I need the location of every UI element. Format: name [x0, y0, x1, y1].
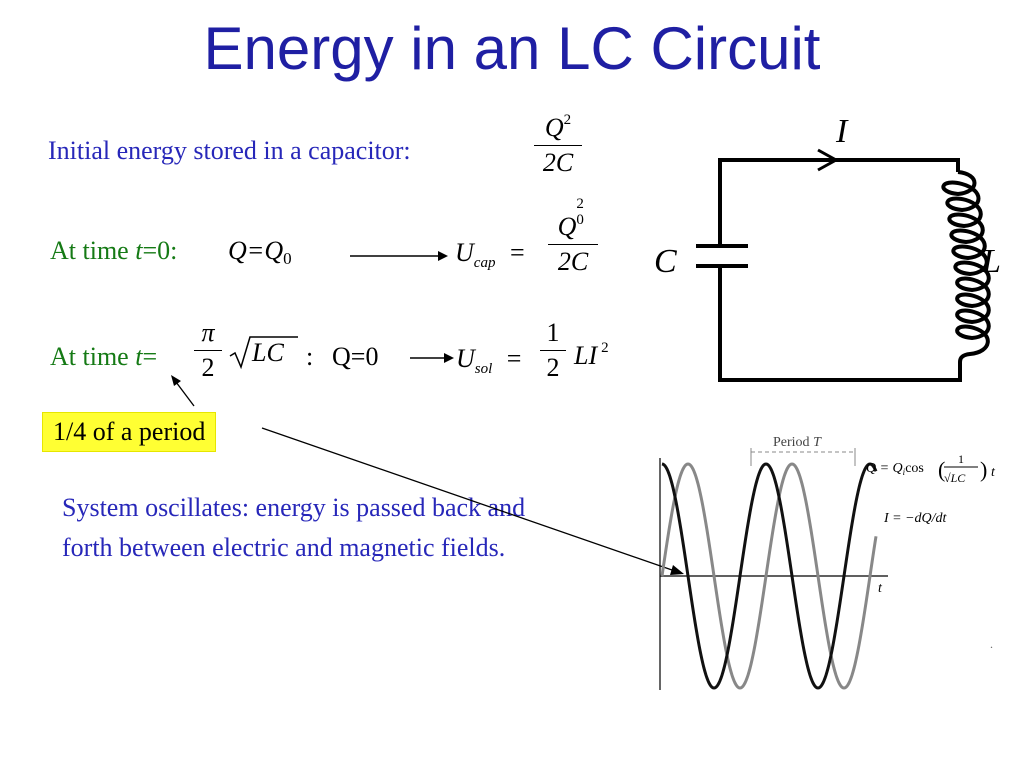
row2-condition: Q=0 — [332, 342, 379, 371]
row1-label: At time t=0: — [50, 236, 177, 266]
row2-frac2-den: 2 — [546, 353, 560, 382]
current-curve — [660, 462, 878, 690]
sqrt-sign — [229, 336, 298, 370]
row1-condition-sub: 0 — [283, 249, 292, 268]
svg-text:): ) — [980, 457, 987, 482]
frac-numerator-exponent: 2 — [563, 112, 572, 128]
row2-tail-text: LI — [574, 341, 598, 370]
period-label: Period T — [773, 435, 822, 450]
row2-label: At time t= — [50, 342, 157, 372]
oscillation-description: System oscillates: energy is passed back… — [62, 493, 526, 562]
row2-arrow — [410, 353, 454, 363]
row2-label-var: t — [135, 342, 143, 371]
quarter-period-note: 1/4 of a period — [42, 412, 217, 452]
row2-fraction2: 1 2 — [540, 318, 566, 383]
sqrt-content: LC — [252, 338, 284, 367]
row1-frac-num: Q — [557, 212, 577, 241]
charge-eq-var: t — [991, 465, 996, 480]
row1-label-prefix: At time — [50, 236, 136, 265]
slide-title: Energy in an LC Circuit — [203, 15, 821, 82]
row1-frac-sub: 0 — [576, 212, 584, 228]
row1-frac-sup: 2 — [576, 196, 584, 212]
row1-condition: Q=Q0 — [228, 236, 292, 269]
charge-equation: Q = Qicos — [866, 461, 924, 477]
row1-frac-den: 2C — [557, 247, 589, 276]
current-equation: I = −dQ/dt — [883, 511, 948, 526]
charge-curve — [661, 462, 878, 690]
oscillation-graph: t Period T Q = Qicos 1 √LC ( ) t I = −dQ… — [659, 435, 996, 690]
svg-text:.: . — [990, 637, 993, 651]
initial-energy-fraction: Q2 2C — [534, 112, 582, 178]
row2-frac2-num: 1 — [546, 318, 560, 347]
row1-result-sym: U — [455, 238, 474, 267]
row2-label-prefix: At time — [50, 342, 136, 371]
row1-arrow — [350, 251, 448, 261]
svg-text:(: ( — [938, 457, 945, 482]
row2-result-eq: = — [506, 344, 522, 373]
capacitor-label: C — [654, 243, 677, 280]
row2-colon: : — [306, 342, 314, 371]
row2-frac-num: π — [201, 318, 215, 347]
lc-circuit-diagram: I C L — [654, 113, 1001, 382]
charge-eq-frac-num: 1 — [958, 452, 964, 466]
row1-result-sub: cap — [473, 255, 496, 271]
charge-eq-frac-den: √LC — [944, 471, 966, 485]
row1-result: Ucap = — [455, 238, 525, 272]
row2-result-sub: sol — [474, 361, 493, 377]
row1-label-suffix: =0: — [142, 236, 178, 265]
row1-condition-text: Q=Q — [228, 236, 284, 265]
row2-tail-sup: 2 — [601, 340, 609, 356]
row2-fraction: π 2 — [194, 318, 222, 383]
frac-denominator: 2C — [542, 148, 574, 177]
row1-result-eq: = — [509, 238, 525, 267]
frac-numerator: Q — [544, 113, 564, 142]
row2-frac-den: 2 — [201, 353, 215, 382]
row2-label-suffix: = — [142, 342, 158, 371]
row2-result: Usol = — [456, 344, 521, 378]
inductor-label: L — [981, 243, 1001, 280]
row1-label-var: t — [135, 236, 143, 265]
current-label: I — [835, 113, 849, 150]
row2-result-sym: U — [456, 344, 475, 373]
t-axis-label: t — [878, 581, 883, 596]
initial-energy-label: Initial energy stored in a capacitor: — [48, 136, 411, 165]
